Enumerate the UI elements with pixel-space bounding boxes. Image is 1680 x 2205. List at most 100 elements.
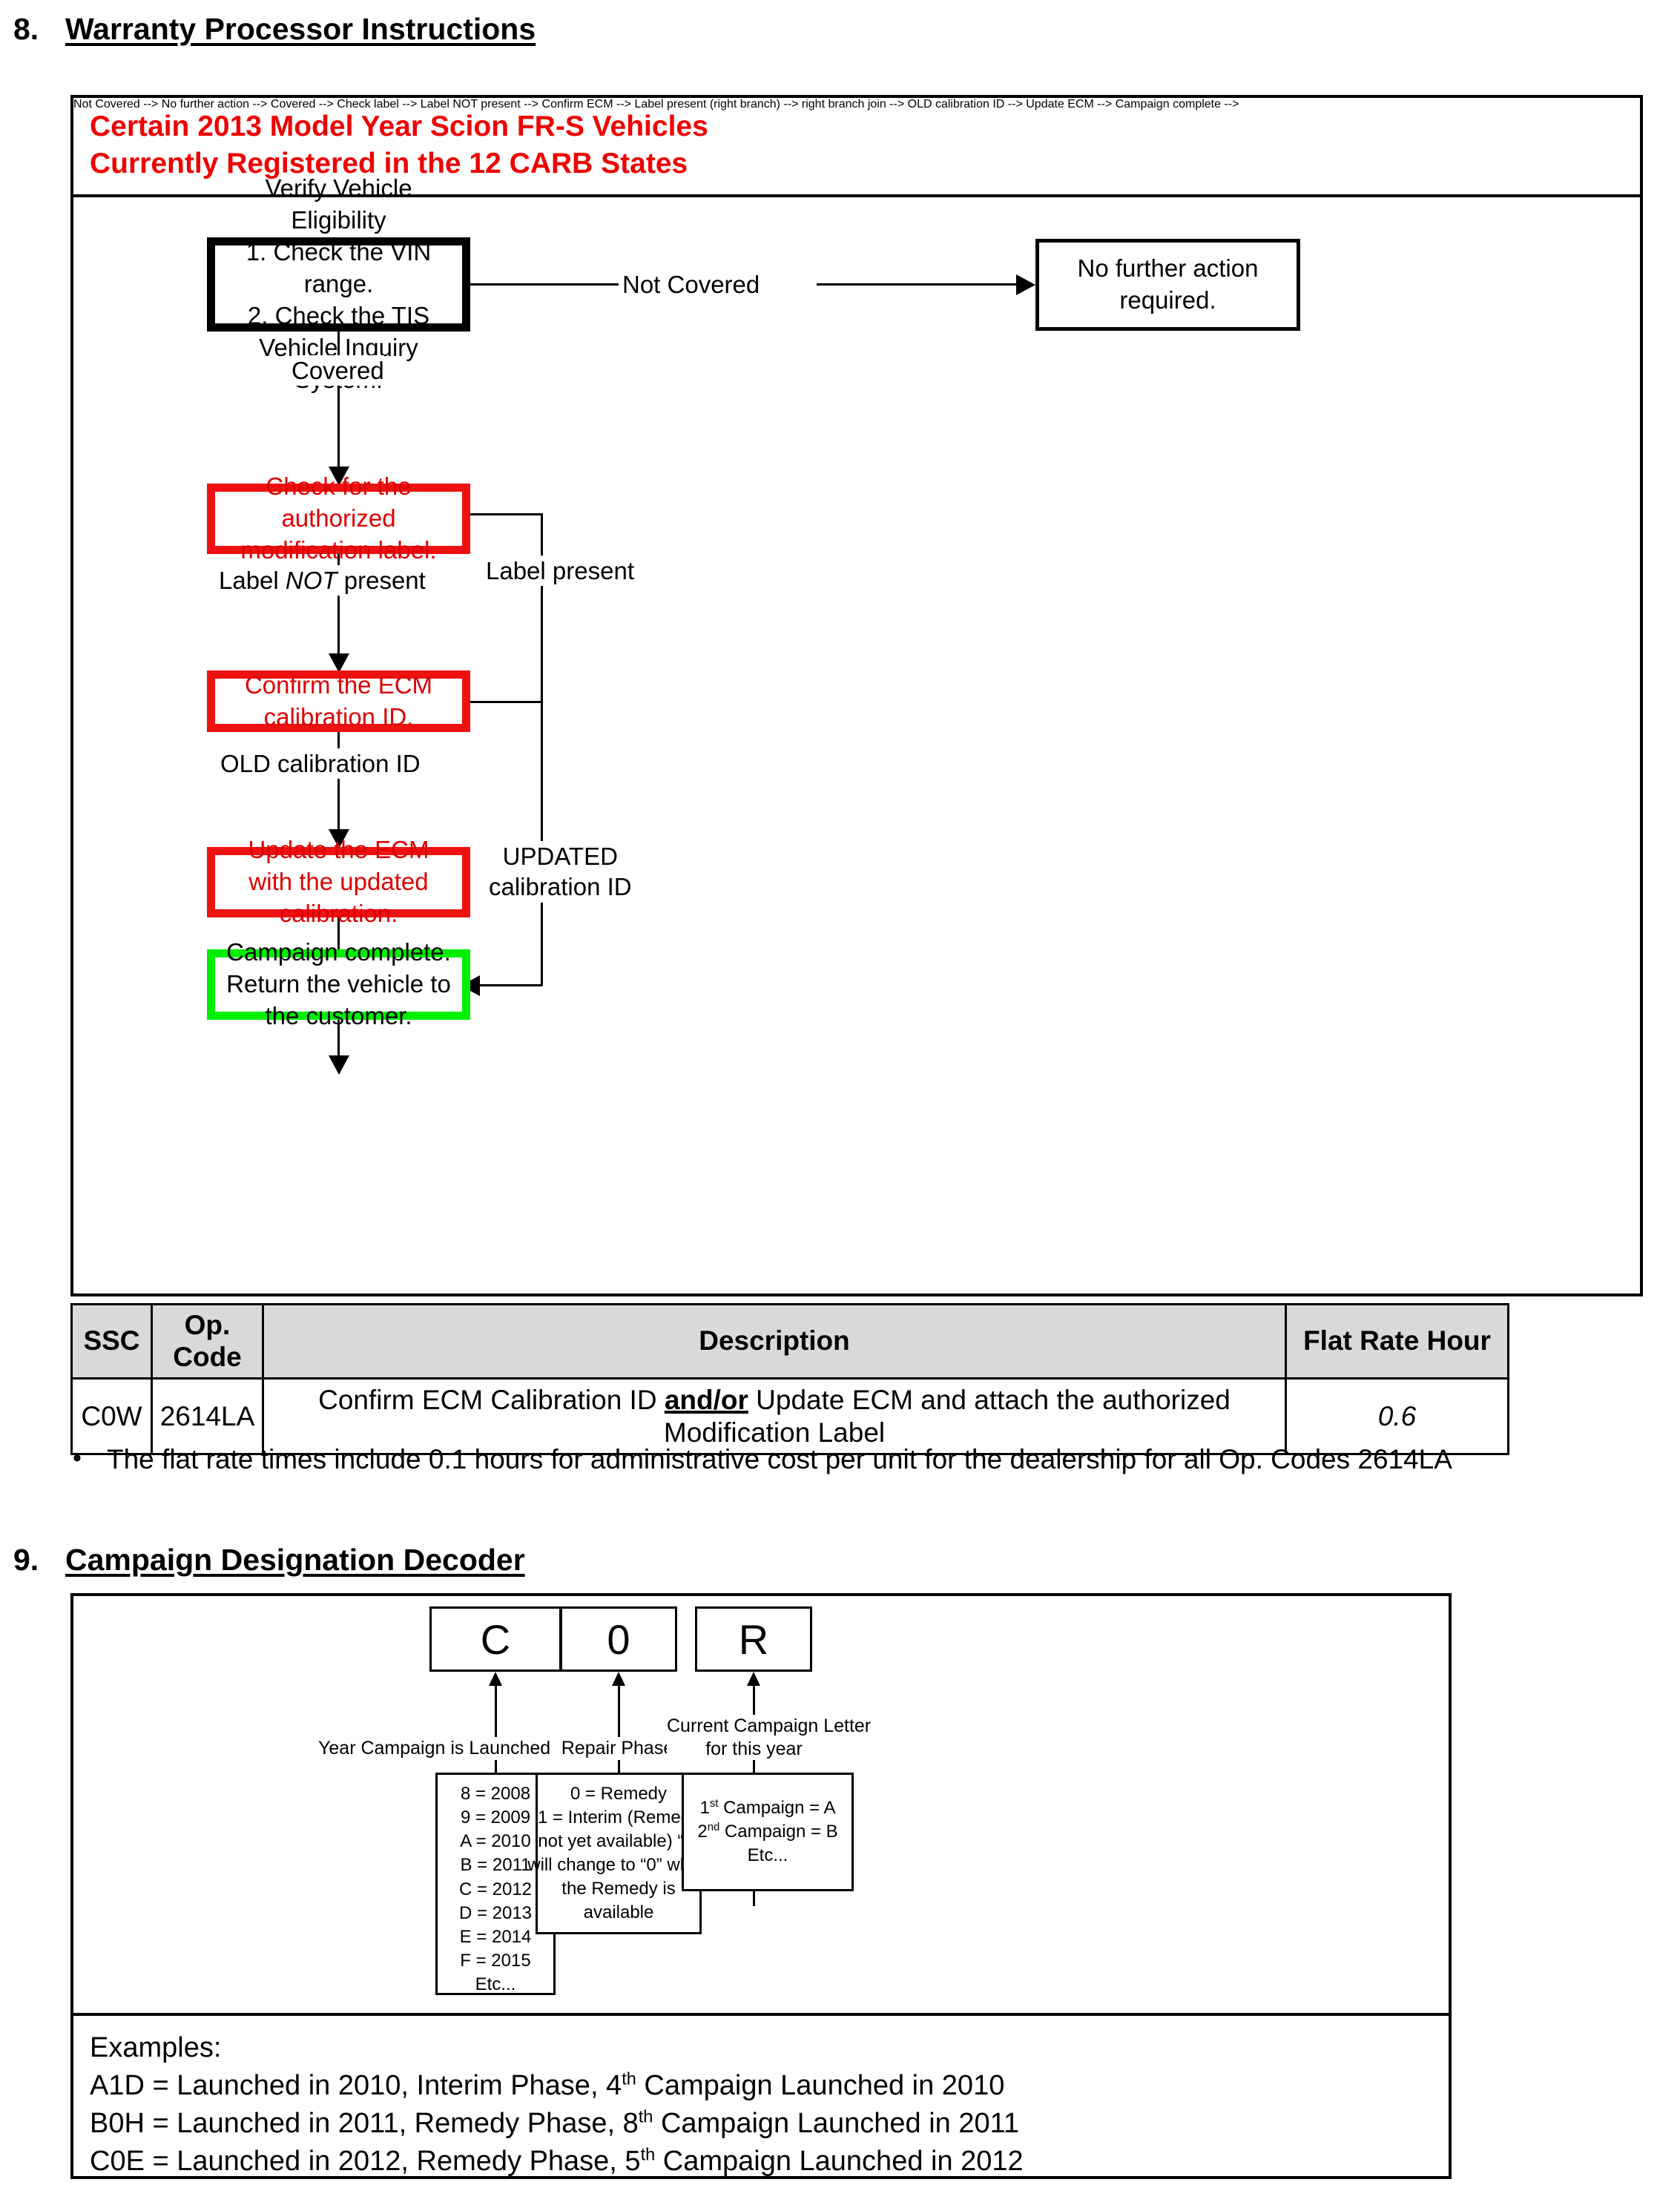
pointer-label-phase-line-1: Repair Phase [561,1738,674,1759]
edge-label-label-not-present: Label NOT present [219,565,426,596]
pointer-label-letter-line-1: Current Campaign Letter [667,1715,872,1736]
section-8-number: 8. [13,12,39,46]
col-header-op-code: Op. Code [151,1302,264,1380]
pointer-label-year-line-1: Year Campaign is Launched [318,1738,551,1759]
phase-row: the Remedy is [561,1879,676,1899]
example-2-post: Campaign Launched in 2011 [653,2107,1020,2139]
phase-row: available [583,1902,654,1923]
warranty-flowchart-frame: Certain 2013 Model Year Scion FR-S Vehic… [70,95,1643,1296]
complete-line-1: Campaign complete. [226,938,451,966]
section-9-number: 9. [13,1543,39,1577]
letter-row-2-rest: Campaign = B [719,1821,838,1842]
check-label-line-1: Check for the [266,472,412,501]
edge-label-present-line-h [470,513,543,515]
pointer-label-letter: Current Campaign Letter for this year [667,1715,872,1760]
desc-underlined: and/or [664,1385,748,1416]
cell-flat-rate-hour: 0.6 [1285,1377,1509,1456]
detail-box-repair-phase: 0 = Remedy 1 = Interim (Remedy not yet a… [527,1773,710,1934]
phase-row: not yet available) “1” [538,1830,699,1851]
year-code-row: 8 = 2008 [460,1784,531,1804]
phase-row: will change to “0” when [527,1855,710,1875]
update-ecm-line-1: Update the ECM [248,836,429,864]
node-confirm-ecm-calibration-id: Confirm the ECM calibration ID. [207,670,470,732]
example-1-sup: th [622,2069,636,2089]
example-1-post: Campaign Launched in 2010 [636,2069,1005,2101]
arrow-covered [329,467,349,486]
update-ecm-line-2: with the updated calibration. [248,868,429,927]
bullet-icon: • [73,1444,82,1472]
no-action-line-1: No further action required. [1077,254,1259,314]
op-code-table: SSC Op. Code Description Flat Rate Hour … [70,1302,1509,1456]
updated-calibration-line-1: UPDATED [502,843,618,870]
label-not-present-post: present [337,567,426,594]
node-update-ecm: Update the ECM with the updated calibrat… [207,836,470,927]
edge-right-branch-into-complete [480,984,542,986]
year-code-row: F = 2015 [460,1951,531,1971]
pointer-arrow-letter [747,1672,760,1686]
examples-heading: Examples: [90,2032,222,2063]
arrow-label-not-present [329,653,349,673]
example-1-pre: A1D = Launched in 2010, Interim Phase, 4 [90,2069,622,2101]
node-campaign-complete: Campaign complete. Return the vehicle to… [207,938,470,1029]
cell-ssc: C0W [70,1377,153,1456]
section-8-heading: 8. Warranty Processor Instructions [13,12,536,47]
year-code-row: D = 2013 [458,1902,533,1923]
edge-label-covered: Covered [291,355,384,386]
label-not-present-em: NOT [285,567,337,594]
year-code-row: E = 2014 [459,1926,532,1947]
updated-calibration-line-2: calibration ID [489,873,632,901]
arrow-old-calibration [329,829,349,848]
letter-row-2: 2nd Campaign = B [697,1820,837,1844]
node-check-authorized-modification-label: Check for the authorized modification la… [207,472,470,564]
char-box-letter: R [695,1606,812,1672]
decoder-examples: Examples: A1D = Launched in 2010, Interi… [73,2019,1449,2181]
edge-label-label-present: Label present [486,556,634,587]
phase-row: 0 = Remedy [570,1783,668,1804]
edge-label-present-line-v [541,513,543,986]
example-item: A1D = Launched in 2010, Interim Phase, 4… [90,2067,1449,2105]
cell-op-code: 2614LA [151,1377,264,1456]
section-9-title: Campaign Designation Decoder [65,1543,525,1577]
char-box-year: C [429,1606,561,1672]
letter-row-1-sup: st [709,1797,719,1810]
year-code-row: C = 2012 [458,1879,533,1899]
node-verify-vehicle-eligibility: Verify Vehicle Eligibility 1. Check the … [207,174,470,393]
example-2-sup: th [638,2106,653,2126]
year-code-row: B = 2011 [460,1855,531,1876]
edge-not-covered-line-left [470,283,619,286]
edge-updated-join-line [470,701,543,703]
edge-old-calibration-line [337,732,340,832]
edge-not-covered-line-right [817,283,1017,286]
edge-label-not-present-line [337,554,340,656]
example-3-post: Campaign Launched in 2012 [655,2145,1024,2177]
arrow-not-covered [1016,274,1035,295]
letter-row-1-ord: 1 [699,1797,710,1818]
flat-rate-note-text: The flat rate times include 0.1 hours fo… [107,1444,1452,1474]
pointer-arrow-year [489,1672,502,1686]
example-2-pre: B0H = Launched in 2011, Remedy Phase, 8 [90,2107,639,2139]
example-item: C0E = Launched in 2012, Remedy Phase, 5t… [90,2143,1449,2181]
flowchart-canvas: Verify Vehicle Eligibility 1. Check the … [73,98,1640,1293]
flowchart-title-line-1: Certain 2013 Model Year Scion FR-S Vehic… [90,111,708,142]
check-label-line-2: authorized modification label. [240,504,437,564]
op-code-table-header-row: SSC Op. Code Description Flat Rate Hour [70,1302,1509,1380]
letter-row-2-ord: 2 [697,1821,708,1842]
col-header-op-line-2: Code [173,1341,242,1372]
section-9-heading: 9. Campaign Designation Decoder [13,1543,525,1578]
complete-line-2: Return the vehicle to the customer. [226,970,451,1029]
letter-row-1: 1st Campaign = A [697,1796,837,1820]
pointer-label-phase: Repair Phase [560,1737,675,1760]
edge-label-not-covered: Not Covered [622,269,760,300]
example-3-sup: th [640,2144,656,2164]
example-item: B0H = Launched in 2011, Remedy Phase, 8t… [90,2105,1449,2143]
verify-line-1: Verify Vehicle Eligibility [265,174,412,234]
col-header-flat-rate-hour: Flat Rate Hour [1285,1302,1509,1380]
pointer-label-letter-line-2: for this year [705,1738,803,1759]
col-header-op-line-1: Op. [184,1310,231,1340]
arrow-update-to-complete [329,1055,349,1075]
flowchart-title-line-2: Currently Registered in the 12 CARB Stat… [90,147,688,179]
section-8-title: Warranty Processor Instructions [65,12,536,46]
confirm-ecm-line-1: Confirm the ECM calibration ID. [244,670,433,731]
verify-line-2: 1. Check the VIN range. [246,238,432,298]
detail-box-campaign-letter: 1st Campaign = A 2nd Campaign = B Etc... [682,1773,854,1891]
